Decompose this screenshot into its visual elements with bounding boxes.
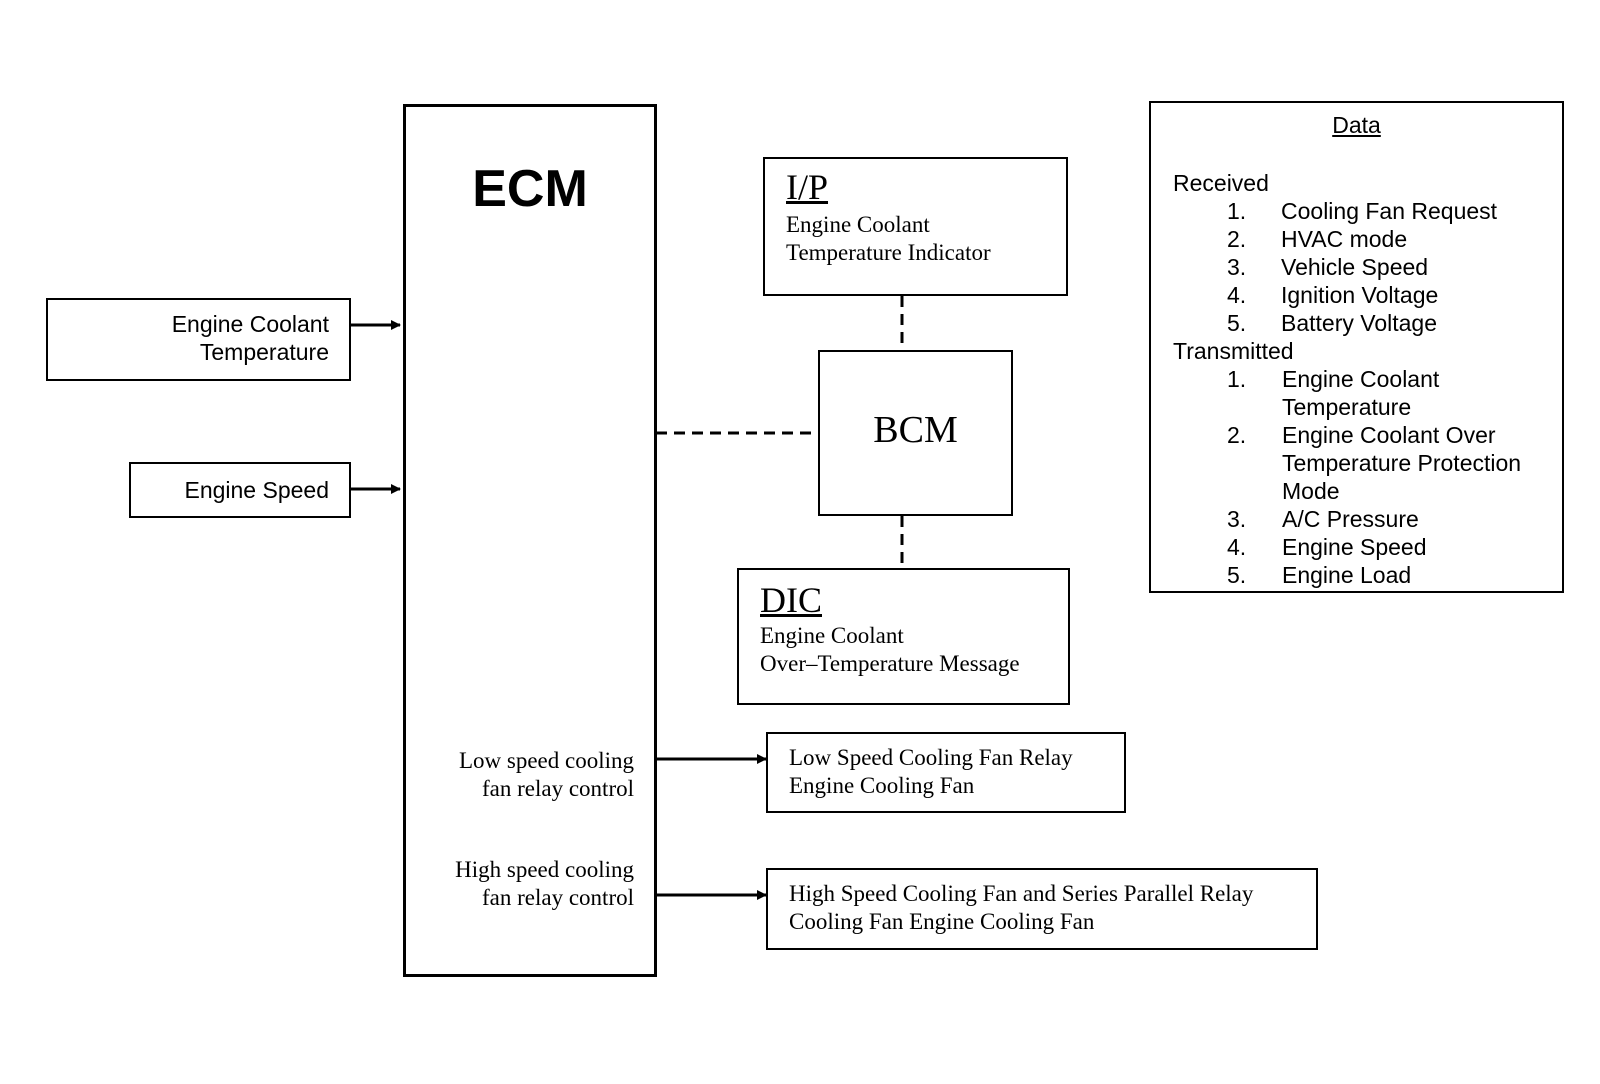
ecm-low-output-line-2: fan relay control — [482, 776, 634, 801]
transmitted-item-number: 5. — [1227, 562, 1247, 588]
ecm-box: ECM Low speed cooling fan relay control … — [403, 104, 657, 977]
dic-line-2: Over–Temperature Message — [760, 651, 1020, 676]
dic-title: DIC — [760, 580, 822, 620]
ip-box: I/P Engine Coolant Temperature Indicator — [763, 157, 1068, 296]
low-relay-line-2: Engine Cooling Fan — [789, 773, 975, 798]
high-relay-line-2: Cooling Fan Engine Cooling Fan — [789, 909, 1095, 934]
ip-title: I/P — [786, 167, 829, 207]
transmitted-item-number: 1. — [1227, 366, 1247, 392]
transmitted-item-text: Temperature — [1282, 394, 1412, 420]
input-coolant-line-1: Engine Coolant — [171, 311, 329, 337]
received-item-number: 5. — [1227, 310, 1247, 336]
transmitted-label: Transmitted — [1173, 338, 1294, 364]
transmitted-item-text: Engine Speed — [1282, 534, 1427, 560]
dic-line-1: Engine Coolant — [760, 623, 904, 648]
received-item-text: Battery Voltage — [1281, 310, 1437, 336]
received-item-text: HVAC mode — [1281, 226, 1408, 252]
received-item-text: Vehicle Speed — [1281, 254, 1429, 280]
low-relay-label: Low Speed Cooling Fan Relay Engine Cooli… — [789, 744, 1073, 800]
input-speed-box: Engine Speed — [129, 462, 351, 518]
transmitted-item-text: Engine Coolant Over — [1282, 422, 1496, 448]
received-item-number: 2. — [1227, 226, 1247, 252]
transmitted-item-text: A/C Pressure — [1282, 506, 1419, 532]
ip-line-2: Temperature Indicator — [786, 240, 991, 265]
data-panel-title: Data — [1332, 112, 1381, 138]
data-panel: Data Received 1. Cooling Fan Request 2. HVA… — [1149, 101, 1564, 593]
received-item-text: Ignition Voltage — [1281, 282, 1439, 308]
high-relay-box: High Speed Cooling Fan and Series Parall… — [766, 868, 1318, 950]
ecm-title: ECM — [472, 160, 588, 218]
transmitted-item-text: Engine Coolant — [1282, 366, 1440, 392]
low-relay-box: Low Speed Cooling Fan Relay Engine Cooli… — [766, 732, 1126, 813]
ecm-low-output-label: Low speed cooling fan relay control — [459, 747, 634, 803]
high-relay-line-1: High Speed Cooling Fan and Series Parall… — [789, 881, 1254, 906]
dic-description: Engine Coolant Over–Temperature Message — [760, 622, 1020, 678]
transmitted-item-number: 3. — [1227, 506, 1247, 532]
received-item-text: Cooling Fan Request — [1281, 198, 1498, 224]
bcm-title: BCM — [873, 409, 958, 451]
transmitted-item-text: Mode — [1282, 478, 1340, 504]
ecm-high-output-label: High speed cooling fan relay control — [455, 856, 634, 912]
ecm-high-output-line-2: fan relay control — [482, 885, 634, 910]
low-relay-line-1: Low Speed Cooling Fan Relay — [789, 745, 1073, 770]
received-item-number: 3. — [1227, 254, 1247, 280]
transmitted-item-text: Temperature Protection — [1282, 450, 1522, 476]
input-speed-label: Engine Speed — [184, 477, 329, 503]
input-coolant-line-2: Temperature — [199, 339, 329, 365]
transmitted-item-number: 4. — [1227, 534, 1247, 560]
ip-line-1: Engine Coolant — [786, 212, 930, 237]
bcm-box: BCM — [818, 350, 1013, 516]
transmitted-item-number: 2. — [1227, 422, 1247, 448]
dic-box: DIC Engine Coolant Over–Temperature Mess… — [737, 568, 1070, 705]
input-coolant-label: Engine Coolant Temperature — [172, 310, 329, 366]
input-coolant-box: Engine Coolant Temperature — [46, 298, 351, 381]
received-item-number: 1. — [1227, 198, 1247, 224]
ecm-high-output-line-1: High speed cooling — [455, 857, 634, 882]
received-label: Received — [1173, 170, 1269, 196]
ecm-low-output-line-1: Low speed cooling — [458, 748, 634, 773]
transmitted-item-text: Engine Load — [1282, 562, 1412, 588]
received-item-number: 4. — [1227, 282, 1247, 308]
high-relay-label: High Speed Cooling Fan and Series Parall… — [789, 880, 1253, 936]
ip-description: Engine Coolant Temperature Indicator — [786, 211, 991, 267]
